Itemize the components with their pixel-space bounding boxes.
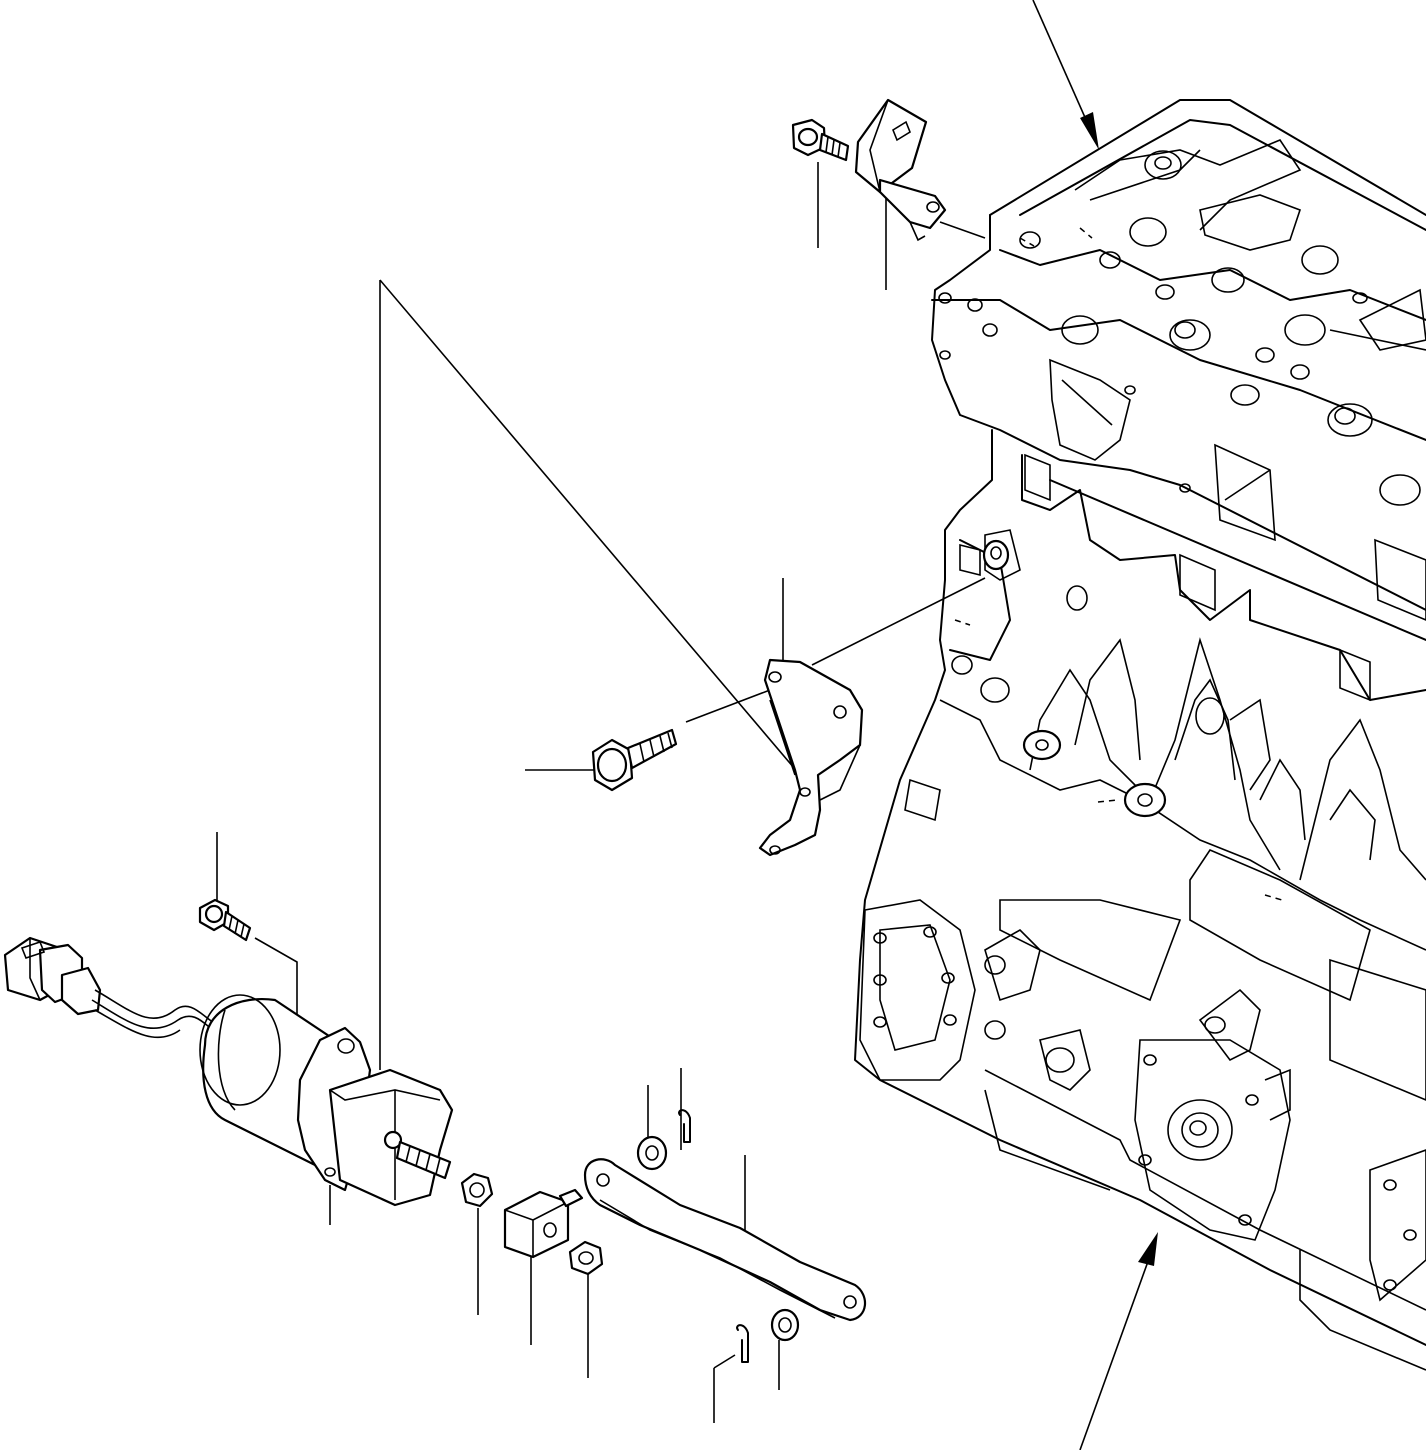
arrow-head-bottom xyxy=(1138,1232,1158,1266)
split-pin-1 xyxy=(679,1110,690,1142)
solenoid-bracket xyxy=(760,660,862,855)
lever xyxy=(585,1159,865,1320)
split-pin-2 xyxy=(737,1325,748,1362)
bracket-bolt xyxy=(593,730,676,790)
top-bolt xyxy=(793,120,848,160)
washer-2 xyxy=(772,1310,798,1340)
arrow-head-top xyxy=(1080,112,1099,150)
connector xyxy=(5,938,100,1014)
nut-2 xyxy=(570,1242,602,1274)
washer-1 xyxy=(638,1137,666,1169)
cylinder-block xyxy=(855,430,1426,1370)
nut-1 xyxy=(462,1174,492,1206)
stop-solenoid xyxy=(200,995,452,1205)
joint-block xyxy=(505,1190,582,1257)
leader-lines xyxy=(217,0,1158,1450)
sensor-bracket xyxy=(856,100,945,240)
solenoid-bolt xyxy=(200,900,250,940)
cylinder-head xyxy=(932,100,1426,620)
